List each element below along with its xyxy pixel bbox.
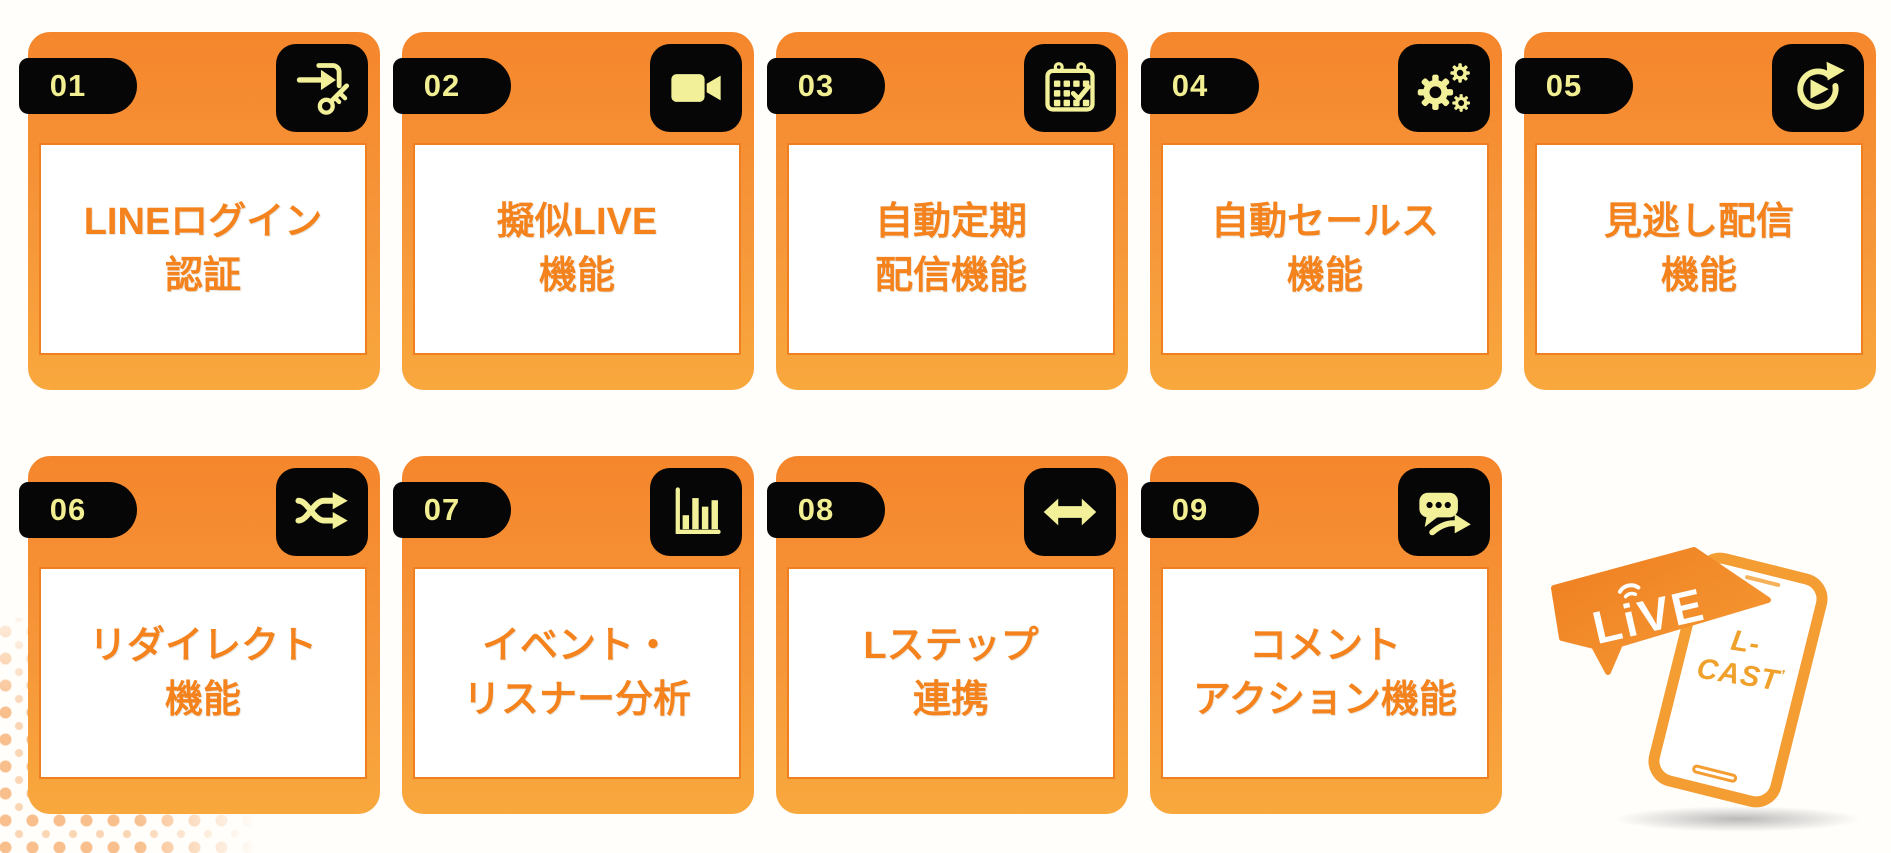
number-badge: 08 — [767, 482, 885, 538]
feature-label-panel: 見逃し配信 機能 — [1535, 143, 1863, 355]
feature-label-panel: 擬似LIVE 機能 — [413, 143, 741, 355]
feature-label-panel: コメント アクション機能 — [1161, 567, 1489, 779]
card-number: 09 — [1171, 492, 1209, 527]
card-number: 05 — [1545, 68, 1583, 103]
number-badge: 07 — [393, 482, 511, 538]
lcast-live-logo: L-CAST’ LiVE — [1551, 546, 1888, 846]
feature-card-05: 05 見逃し配信 機能 — [1515, 32, 1876, 390]
number-badge: 04 — [1141, 58, 1259, 114]
feature-label-panel: リダイレクト 機能 — [39, 567, 367, 779]
card-number: 08 — [797, 492, 835, 527]
feature-card-08: 08 Lステップ 連携 — [767, 456, 1128, 814]
comment-action-icon — [1398, 468, 1490, 556]
feature-label: 自動セールス 機能 — [1210, 201, 1439, 297]
feature-label: 自動定期 配信機能 — [874, 201, 1027, 297]
feature-card-03: 03 自動定期 配信機能 — [767, 32, 1128, 390]
feature-label-panel: Lステップ 連携 — [787, 567, 1115, 779]
number-badge: 05 — [1515, 58, 1633, 114]
feature-card-09: 09 コメント アクション機能 — [1141, 456, 1502, 814]
features-row-1: 01 LINEログイン 認証 02 — [19, 32, 1876, 390]
calendar-check-icon — [1024, 44, 1116, 132]
video-camera-icon — [650, 44, 742, 132]
logo-shadow — [1614, 806, 1862, 832]
feature-card-04: 04 — [1141, 32, 1502, 390]
gears-icon — [1398, 44, 1490, 132]
card-number: 06 — [49, 492, 87, 527]
card-number: 01 — [49, 68, 87, 103]
feature-label: 見逃し配信 機能 — [1603, 201, 1794, 297]
live-speech-bubble: LiVE — [1551, 547, 1771, 675]
trademark-mark: ’ — [1778, 667, 1787, 685]
number-badge: 06 — [19, 482, 137, 538]
card-number: 03 — [797, 68, 835, 103]
card-number: 02 — [423, 68, 461, 103]
double-arrow-icon — [1024, 468, 1116, 556]
feature-label: 擬似LIVE 機能 — [496, 201, 658, 297]
features-row-2: 06 リダイレクト 機能 07 — [19, 456, 1502, 814]
feature-label-panel: 自動定期 配信機能 — [787, 143, 1115, 355]
shuffle-icon — [276, 468, 368, 556]
feature-card-06: 06 リダイレクト 機能 — [19, 456, 380, 814]
card-number: 04 — [1171, 68, 1209, 103]
feature-label: リダイレクト 機能 — [88, 625, 317, 721]
number-badge: 03 — [767, 58, 885, 114]
feature-label: コメント アクション機能 — [1192, 625, 1458, 721]
feature-label-panel: イベント・ リスナー分析 — [413, 567, 741, 779]
feature-label: LINEログイン 認証 — [83, 201, 323, 297]
feature-label-panel: 自動セールス 機能 — [1161, 143, 1489, 355]
feature-card-01: 01 LINEログイン 認証 — [19, 32, 380, 390]
feature-card-07: 07 イベント・ リスナー分析 — [393, 456, 754, 814]
replay-icon — [1772, 44, 1864, 132]
number-badge: 02 — [393, 58, 511, 114]
number-badge: 01 — [19, 58, 137, 114]
number-badge: 09 — [1141, 482, 1259, 538]
feature-label: イベント・ リスナー分析 — [462, 625, 691, 721]
feature-label: Lステップ 連携 — [863, 625, 1039, 721]
phone-home-button — [1691, 763, 1739, 784]
bar-chart-icon — [650, 468, 742, 556]
feature-label-panel: LINEログイン 認証 — [39, 143, 367, 355]
card-number: 07 — [423, 492, 461, 527]
feature-card-02: 02 擬似LIVE 機能 — [393, 32, 754, 390]
login-key-icon — [276, 44, 368, 132]
